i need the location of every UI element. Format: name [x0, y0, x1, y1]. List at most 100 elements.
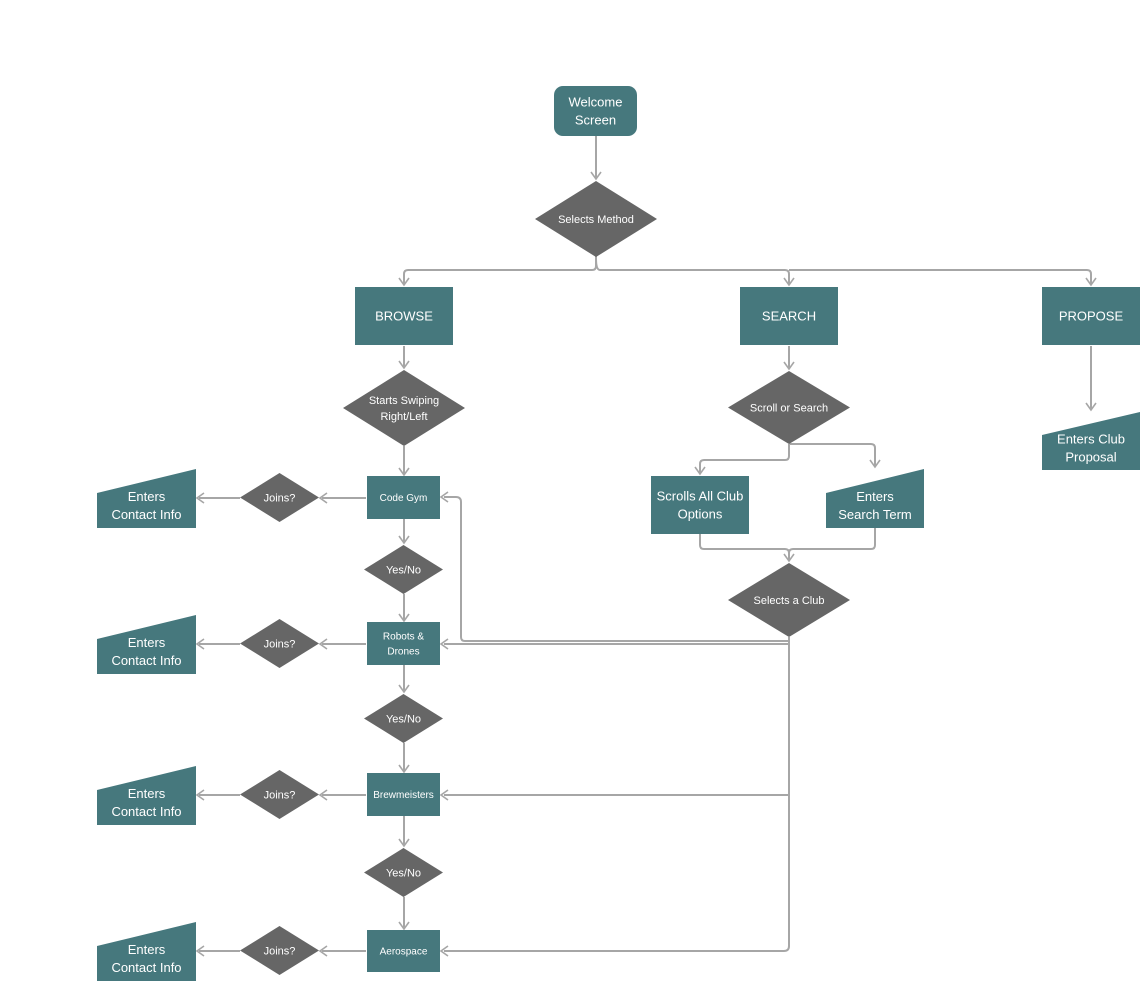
- arrowhead-to-enters-search-term: [869, 459, 881, 469]
- enters-contact-info-node-2-label-line: Contact Info: [111, 653, 181, 668]
- arrowhead-to-starts-swiping: [398, 360, 410, 370]
- club-node-code-gym: Code Gym: [367, 476, 440, 519]
- arrowhead-to-yes-no-3: [398, 838, 410, 848]
- scroll-or-search-decision-label: Scroll or Search: [750, 402, 828, 414]
- club-node-robots-drones-shape: [367, 622, 440, 665]
- welcome-screen-node-label-line: Welcome: [569, 95, 623, 110]
- joins-decision-4-label: Joins?: [264, 945, 296, 957]
- selects-method-decision-label-line: Selects Method: [558, 214, 634, 226]
- selects-a-club-decision-label: Selects a Club: [754, 595, 825, 607]
- yes-no-decision-2-label-line: Yes/No: [386, 713, 421, 725]
- club-node-code-gym-label: Code Gym: [380, 493, 428, 504]
- enters-contact-info-node-4-label-line: Enters: [128, 942, 166, 957]
- arrowhead-to-scrolls-all: [694, 466, 706, 476]
- joins-decision-3-label-line: Joins?: [264, 789, 296, 801]
- browse-node-label-line: BROWSE: [375, 309, 433, 324]
- arrowhead-to-browse: [398, 277, 410, 287]
- arrowhead-to-propose: [1085, 277, 1097, 287]
- yes-no-decision-2-label: Yes/No: [386, 713, 421, 725]
- scroll-or-search-decision-label-line: Scroll or Search: [750, 402, 828, 414]
- arrowhead-club-to-robots-drones: [439, 638, 449, 650]
- connector-scrolls-all-to-selects: [699, 534, 790, 560]
- yes-no-decision-3: Yes/No: [364, 848, 443, 897]
- club-node-brewmeisters-label-line: Brewmeisters: [373, 790, 434, 801]
- welcome-screen-node-label-line: Screen: [575, 113, 616, 128]
- joins-decision-3-shape: [240, 770, 319, 819]
- joins-decision-2-label: Joins?: [264, 638, 296, 650]
- search-node-label-line: SEARCH: [762, 309, 816, 324]
- arrowhead-to-contact-info-2: [195, 638, 205, 650]
- arrowhead-to-scroll-or-search: [783, 361, 795, 371]
- selects-method-decision-label: Selects Method: [558, 214, 634, 226]
- connector-search-term-to-selects: [788, 528, 876, 554]
- enters-contact-info-node-4-label-line: Contact Info: [111, 960, 181, 975]
- connector-club-feedback-trunk: [444, 637, 790, 952]
- arrowhead-to-joins-4: [318, 945, 328, 957]
- selects-a-club-decision-label-line: Selects a Club: [754, 595, 825, 607]
- arrowhead-club-to-code-gym: [439, 491, 449, 503]
- enters-contact-info-node-1-shape: [97, 469, 196, 528]
- connectors: [199, 136, 1092, 952]
- connector-method-to-propose: [789, 269, 1092, 284]
- enters-contact-info-node-2-label-line: Enters: [128, 635, 166, 650]
- search-node: SEARCH: [740, 287, 838, 345]
- enters-contact-info-node-3-shape: [97, 766, 196, 825]
- arrowhead-to-contact-info-3: [195, 789, 205, 801]
- club-node-aerospace-label-line: Aerospace: [380, 947, 428, 958]
- arrowhead-to-contact-info-4: [195, 945, 205, 957]
- arrowhead-to-joins-3: [318, 789, 328, 801]
- yes-no-decision-2-shape: [364, 694, 443, 743]
- enters-contact-info-node-2-shape: [97, 615, 196, 674]
- yes-no-decision-1-label-line: Yes/No: [386, 564, 421, 576]
- yes-no-decision-3-label: Yes/No: [386, 867, 421, 879]
- enters-search-term-node-label-line: Search Term: [838, 507, 911, 522]
- club-node-brewmeisters-shape: [367, 773, 440, 816]
- joins-decision-1-label-line: Joins?: [264, 492, 296, 504]
- selects-a-club-decision-shape: [728, 563, 850, 637]
- welcome-screen-node-shape: [554, 86, 637, 136]
- propose-node-shape: [1042, 287, 1140, 345]
- arrowhead-to-robots-drones: [398, 613, 410, 623]
- scrolls-all-club-options-node-label-line: Scrolls All Club: [657, 489, 744, 504]
- enters-club-proposal-node-label-line: Proposal: [1065, 450, 1116, 465]
- scrolls-all-club-options-node-label-line: Options: [678, 507, 723, 522]
- scrolls-all-club-options-node-shape: [651, 476, 749, 534]
- yes-no-decision-1-shape: [364, 545, 443, 594]
- propose-node-label-line: PROPOSE: [1059, 309, 1124, 324]
- yes-no-decision-3-label-line: Yes/No: [386, 867, 421, 879]
- starts-swiping-decision-shape: [343, 370, 465, 446]
- starts-swiping-decision-label-line: Starts Swiping: [369, 395, 439, 407]
- joins-decision-2-label-line: Joins?: [264, 638, 296, 650]
- yes-no-decision-2: Yes/No: [364, 694, 443, 743]
- club-node-robots-drones: Robots &Drones: [367, 622, 440, 665]
- club-node-brewmeisters-label: Brewmeisters: [373, 790, 434, 801]
- arrowhead-to-enters-club-proposal: [1085, 402, 1097, 412]
- arrowhead-to-brewmeisters: [398, 764, 410, 774]
- club-node-code-gym-shape: [367, 476, 440, 519]
- selects-method-decision-shape: [535, 181, 657, 257]
- arrowhead-to-joins-2: [318, 638, 328, 650]
- arrowhead-to-yes-no-2: [398, 684, 410, 694]
- arrowhead-club-to-brewmeisters: [439, 789, 449, 801]
- club-node-robots-drones-label-line: Drones: [387, 647, 419, 658]
- scroll-or-search-decision-shape: [728, 371, 850, 444]
- arrowhead-to-search: [783, 277, 795, 287]
- joins-decision-4-shape: [240, 926, 319, 975]
- joins-decision-1-label: Joins?: [264, 492, 296, 504]
- joins-decision-2-shape: [240, 619, 319, 668]
- browse-node-label: BROWSE: [375, 309, 433, 324]
- browse-node: BROWSE: [355, 287, 453, 345]
